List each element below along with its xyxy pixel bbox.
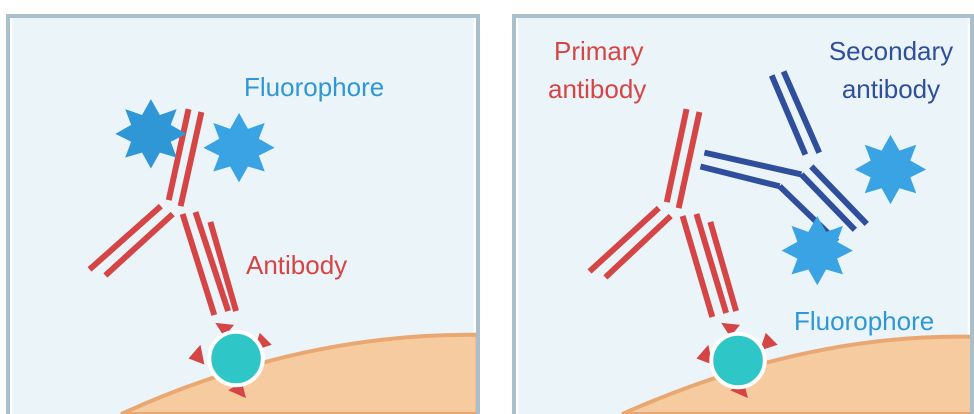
secondary-antibody-label-line1: Secondary: [816, 36, 966, 66]
fluorophore-label: Fluorophore: [794, 306, 934, 336]
secondary-antibody-label-line2: antibody: [816, 74, 966, 104]
fluorophore-label: Fluorophore: [244, 72, 384, 102]
direct-detection-illustration: [10, 18, 476, 414]
primary-antibody-label-line1: Primary: [554, 36, 644, 66]
antibody-label: Antibody: [246, 250, 347, 280]
direct-detection-panel: Fluorophore Antibody: [6, 14, 480, 414]
indirect-detection-panel: Primary antibody Secondary antibody Fluo…: [512, 14, 974, 414]
primary-antibody-label-line2: antibody: [548, 74, 646, 104]
